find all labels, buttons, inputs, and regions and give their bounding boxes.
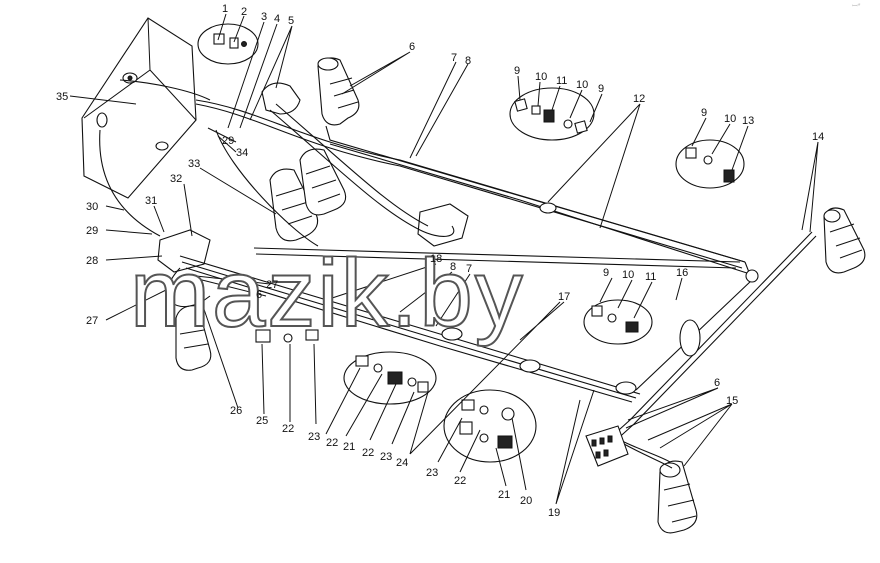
connector-block (585, 425, 629, 467)
callout-23: 23 (380, 451, 392, 463)
callout-13: 13 (742, 115, 754, 127)
callout-2: 2 (241, 6, 247, 18)
callout-6: 6 (409, 41, 415, 53)
callout-28: 28 (86, 255, 98, 267)
corner-mark: ꟷ* (852, 3, 861, 10)
callout-16: 16 (676, 267, 688, 279)
callout-30: 30 (86, 201, 98, 213)
callout-33: 33 (188, 158, 200, 170)
detail-callout-valve (197, 23, 259, 65)
callout-26: 26 (230, 405, 242, 417)
callout-29: 29 (86, 225, 98, 237)
callout-11: 11 (556, 75, 567, 87)
callout-19: 19 (548, 507, 560, 519)
callout-9: 9 (701, 107, 707, 119)
callout-17: 17 (558, 291, 570, 303)
callout-10: 10 (535, 71, 547, 83)
callout-22: 22 (282, 423, 294, 435)
callout-6: 6 (714, 377, 720, 389)
callout-18: 18 (430, 253, 442, 265)
callout-labels: 1 2 3 4 5 6 7 8 9 10 11 10 9 12 9 10 13 … (56, 3, 824, 519)
pipe-clips (441, 202, 759, 395)
callout-22: 22 (362, 447, 374, 459)
watermark: mazik.by (130, 240, 525, 347)
callout-21: 21 (343, 441, 355, 453)
callout-24: 24 (396, 457, 408, 469)
callout-7: 7 (466, 263, 472, 275)
fittings-group-left (255, 329, 319, 343)
callout-6: 6 (256, 289, 262, 301)
callout-10: 10 (576, 79, 588, 91)
callout-35: 35 (56, 91, 68, 103)
callout-9: 9 (603, 267, 609, 279)
callout-21: 21 (498, 489, 510, 501)
brake-chamber-right-top (823, 207, 866, 274)
leader-lines (69, 13, 819, 505)
fittings-group-lower-right (443, 389, 537, 463)
brake-chamber-top (317, 57, 360, 126)
fittings-group-right (675, 139, 745, 189)
callout-5: 5 (288, 15, 294, 27)
callout-31: 31 (145, 195, 157, 207)
callout-23: 23 (308, 431, 320, 443)
brake-chamber-left-low (175, 305, 212, 371)
fittings-group-mid (583, 299, 653, 345)
callout-1: 1 (222, 3, 228, 15)
callout-22: 22 (454, 475, 466, 487)
callout-10: 10 (724, 113, 736, 125)
brake-chamber-right-bottom (657, 460, 698, 534)
callout-14: 14 (812, 131, 824, 143)
callout-4: 4 (274, 13, 280, 25)
callout-11: 11 (645, 271, 656, 283)
callout-9: 9 (598, 83, 604, 95)
air-tank (81, 17, 197, 199)
callout-8: 8 (465, 55, 471, 67)
pipe-loops (99, 79, 455, 308)
callout-12: 12 (633, 93, 645, 105)
callout-15: 15 (726, 395, 738, 407)
callout-20: 20 (520, 495, 532, 507)
callout-8: 8 (450, 261, 456, 273)
callout-25: 25 (256, 415, 268, 427)
brake-chamber-center-a (269, 168, 319, 242)
callout-27: 27 (266, 279, 278, 291)
fittings-group-top (509, 87, 595, 141)
brake-chamber-center-b (299, 148, 347, 216)
callout-32: 32 (170, 173, 182, 185)
callout-27: 27 (86, 315, 98, 327)
callout-3: 3 (261, 11, 267, 23)
callout-7: 7 (451, 52, 457, 64)
callout-9: 9 (514, 65, 520, 77)
callout-23: 23 (426, 467, 438, 479)
callout-29: 29 (222, 135, 234, 147)
fittings-group-lower-left (343, 351, 437, 405)
callout-22: 22 (326, 437, 338, 449)
callout-10: 10 (622, 269, 634, 281)
pipe-bundle-lower (179, 247, 741, 403)
callout-34: 34 (236, 147, 248, 159)
